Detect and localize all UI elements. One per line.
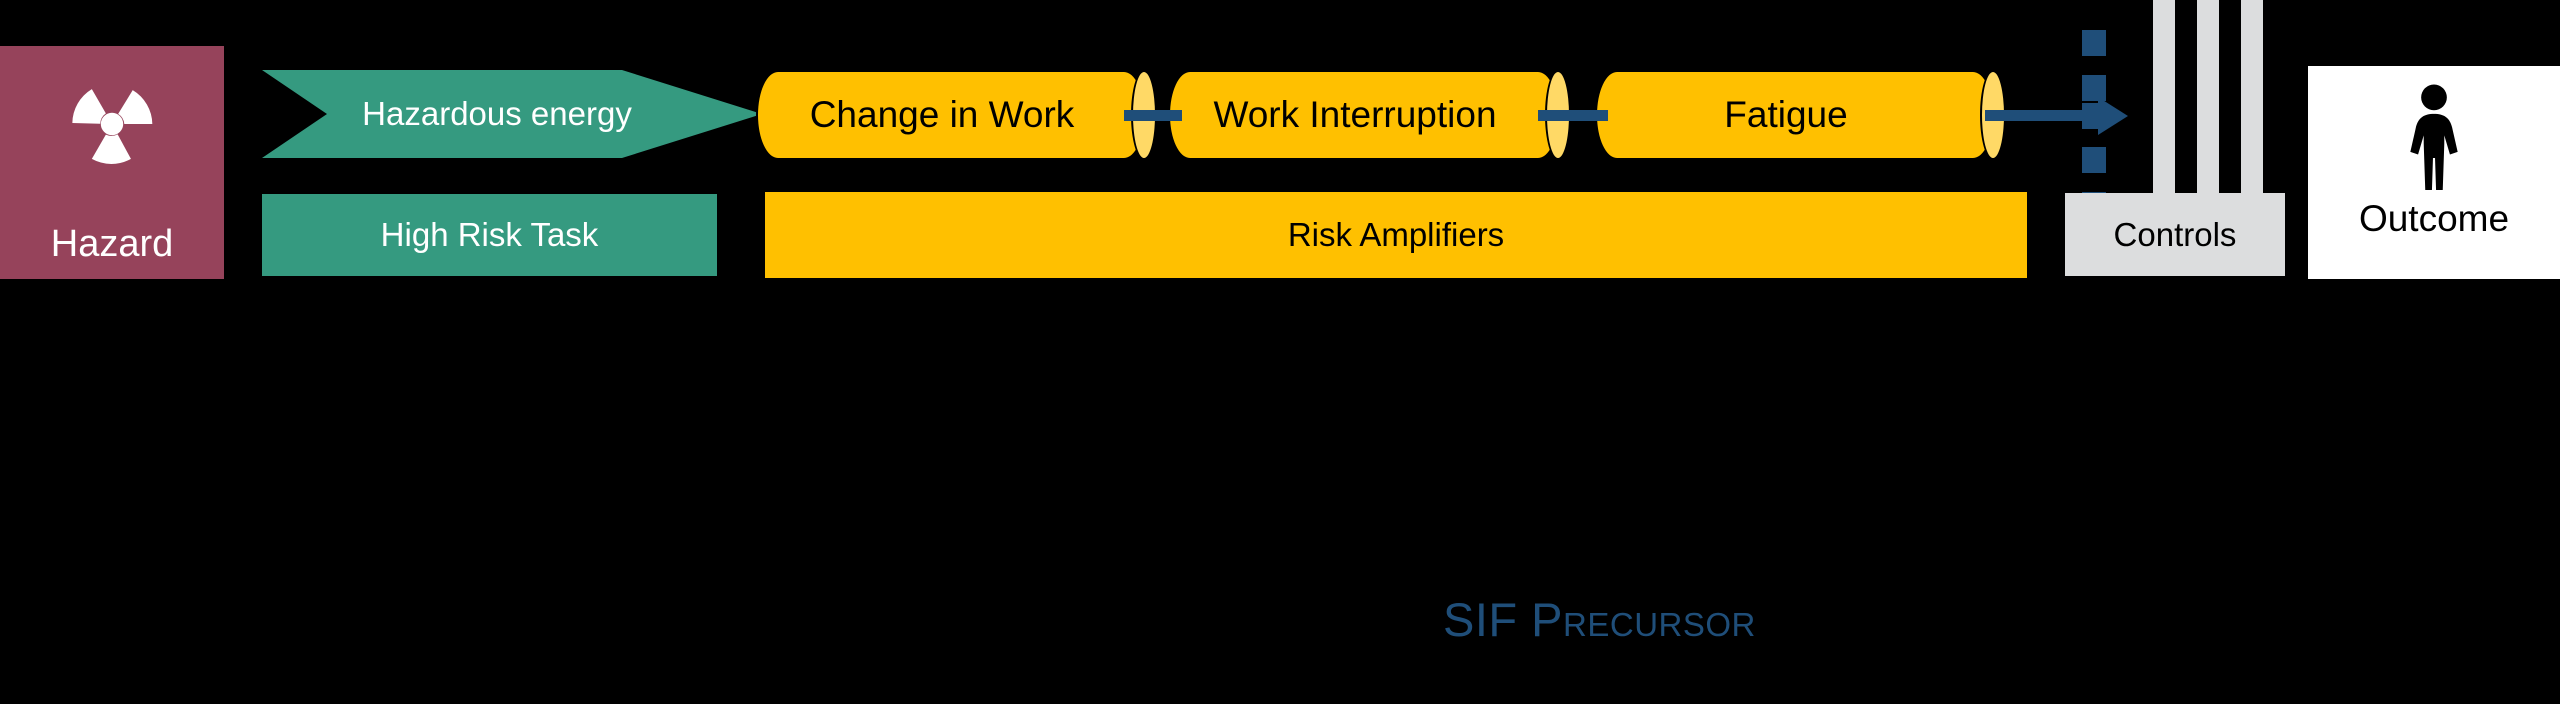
risk-amplifiers-bar: Risk Amplifiers (765, 192, 2027, 278)
risk-amplifiers-label: Risk Amplifiers (1287, 216, 1505, 253)
amplifier-cylinder-fatigue: Fatigue (1595, 70, 2006, 160)
cylinder-body (1595, 70, 1995, 160)
amplifier-label: Change in Work (809, 94, 1075, 135)
controls-label: Controls (2113, 215, 2237, 253)
hazard-box: Hazard (0, 46, 224, 279)
high-risk-task-label: High Risk Task (380, 216, 599, 253)
control-bar (2241, 0, 2263, 200)
amplifier-cylinder-change-in-work: Change in Work (756, 70, 1157, 160)
person-pictogram-icon (2410, 84, 2458, 190)
amplifier-label: Work Interruption (1213, 94, 1497, 135)
amplifier-cylinder-work-interruption: Work Interruption (1168, 70, 1571, 160)
radiation-trefoil-icon (72, 89, 153, 164)
outcome-arrow-shaft (1985, 110, 2105, 121)
hazardous-energy-label: Hazardous energy (362, 95, 632, 132)
hazard-label: Hazard (50, 223, 174, 265)
outcome-box: Outcome (2308, 66, 2560, 279)
high-risk-task-bar: High Risk Task (262, 194, 717, 276)
outcome-label: Outcome (2358, 198, 2510, 239)
hazardous-energy-arrow: Hazardous energy (262, 70, 762, 158)
amplifier-label: Fatigue (1724, 94, 1848, 135)
barrier-dot (2082, 30, 2106, 56)
controls-box: Controls (2065, 193, 2285, 276)
control-bar (2197, 0, 2219, 200)
connector-line (1538, 110, 1608, 121)
barrier-dot (2082, 147, 2106, 173)
control-bar (2153, 0, 2175, 200)
barrier-dot (2082, 75, 2106, 101)
sif-precursor-caption: SIF Precursor (1443, 593, 1756, 646)
barrier-dot (2082, 103, 2106, 129)
connector-line (1124, 110, 1182, 121)
cylinder-body (1168, 70, 1560, 160)
cylinder-body (756, 70, 1146, 160)
